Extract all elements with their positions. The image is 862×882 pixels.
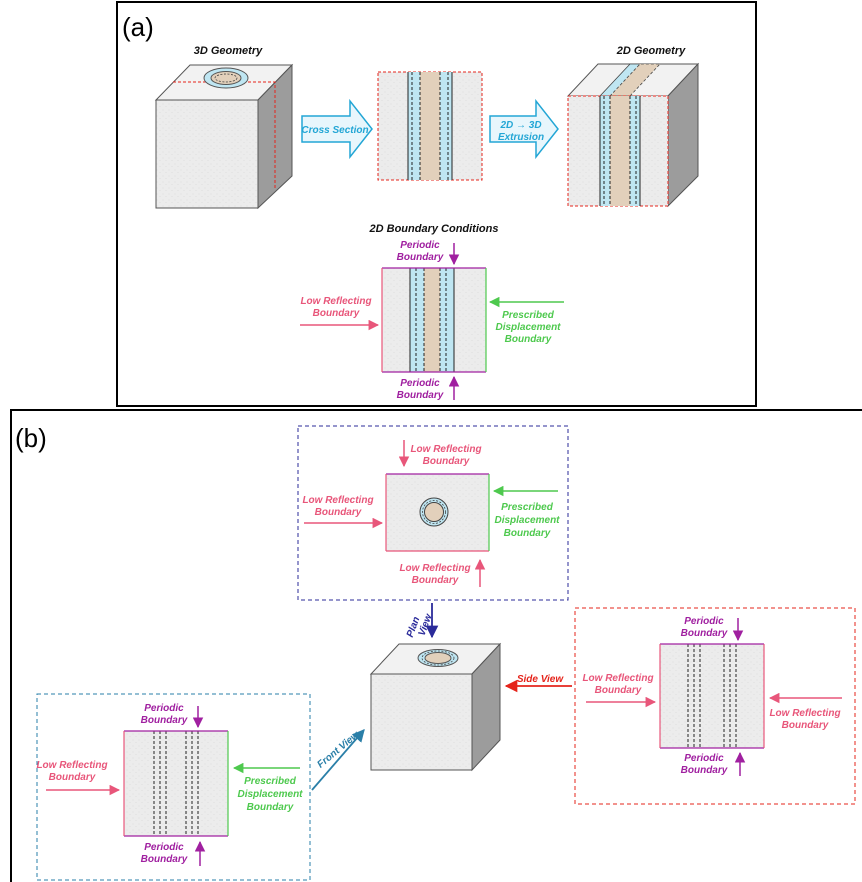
title-3d-geometry: 3D Geometry — [194, 45, 263, 57]
front-prescribed-line3: Boundary — [247, 802, 294, 813]
panel-a: (a) 3D Geometry 2D Geometry Cross Sectio… — [116, 1, 757, 407]
a-periodic-top-line1: Periodic — [400, 240, 440, 251]
plan-low-top-line2: Boundary — [423, 456, 470, 467]
title-2d-boundary-conditions: 2D Boundary Conditions — [369, 223, 499, 235]
side-view-box — [574, 607, 856, 805]
side-periodic-bottom-line2: Boundary — [681, 765, 728, 776]
front-prescribed-line1: Prescribed — [244, 776, 297, 787]
cross-section-slab — [377, 71, 483, 181]
side-low-right-line1: Low Reflecting — [769, 708, 840, 719]
plan-low-left-line1: Low Reflecting — [302, 495, 373, 506]
a-periodic-top-line2: Boundary — [397, 252, 444, 263]
side-low-left-line1: Low Reflecting — [582, 673, 653, 684]
plan-view-square — [385, 473, 490, 552]
a-prescribed-line1: Prescribed — [502, 310, 555, 321]
cube-panel-b — [369, 642, 502, 772]
cube-3d-geometry — [154, 63, 294, 210]
plan-prescribed-line1: Prescribed — [501, 502, 554, 513]
a-periodic-bottom-line1: Periodic — [400, 378, 440, 389]
bc-2d-slab — [381, 267, 487, 373]
plan-view-box — [297, 425, 569, 601]
plan-prescribed-line3: Boundary — [504, 528, 551, 539]
side-periodic-bottom-line1: Periodic — [684, 753, 724, 764]
front-low-left-line2: Boundary — [49, 772, 96, 783]
plan-low-bottom-line1: Low Reflecting — [399, 563, 470, 574]
front-low-left-line1: Low Reflecting — [36, 760, 107, 771]
a-prescribed-line2: Displacement — [495, 322, 561, 333]
plan-prescribed-line2: Displacement — [494, 515, 560, 526]
front-view-square — [123, 730, 229, 837]
panel-b-label: (b) — [15, 423, 47, 453]
plan-low-bottom-line2: Boundary — [412, 575, 459, 586]
panel-b: (b) Low Reflecting Boundary Low Reflecti… — [10, 409, 862, 882]
side-low-right-line2: Boundary — [782, 720, 829, 731]
a-low-reflecting-line1: Low Reflecting — [300, 296, 371, 307]
a-prescribed-line3: Boundary — [505, 334, 552, 345]
front-prescribed-line2: Displacement — [237, 789, 303, 800]
extruded-2d-geometry — [566, 62, 700, 208]
front-view-arrow — [311, 729, 365, 791]
cross-section-arrow: Cross Section — [301, 98, 373, 160]
front-view-box — [36, 693, 311, 881]
extrusion-arrow: 2D → 3D Extrusion — [489, 98, 559, 160]
side-low-left-line2: Boundary — [595, 685, 642, 696]
front-periodic-bottom-line2: Boundary — [141, 854, 188, 865]
plan-low-left-line2: Boundary — [315, 507, 362, 518]
panel-a-label: (a) — [122, 12, 154, 42]
front-periodic-top-line1: Periodic — [144, 703, 184, 714]
front-periodic-top-line2: Boundary — [141, 715, 188, 726]
extrusion-label-line1: 2D → 3D — [499, 120, 541, 131]
a-periodic-bottom-line2: Boundary — [397, 390, 444, 401]
side-periodic-top-line1: Periodic — [684, 616, 724, 627]
side-view-square — [659, 643, 765, 749]
a-low-reflecting-line2: Boundary — [313, 308, 360, 319]
side-periodic-top-line2: Boundary — [681, 628, 728, 639]
front-view-label: Front View — [315, 729, 362, 771]
side-view-label: Side View — [517, 674, 565, 685]
plan-low-top-line1: Low Reflecting — [410, 444, 481, 455]
title-2d-geometry: 2D Geometry — [616, 45, 686, 57]
front-periodic-bottom-line1: Periodic — [144, 842, 184, 853]
cross-section-label: Cross Section — [301, 125, 368, 136]
extrusion-label-line2: Extrusion — [498, 132, 544, 143]
